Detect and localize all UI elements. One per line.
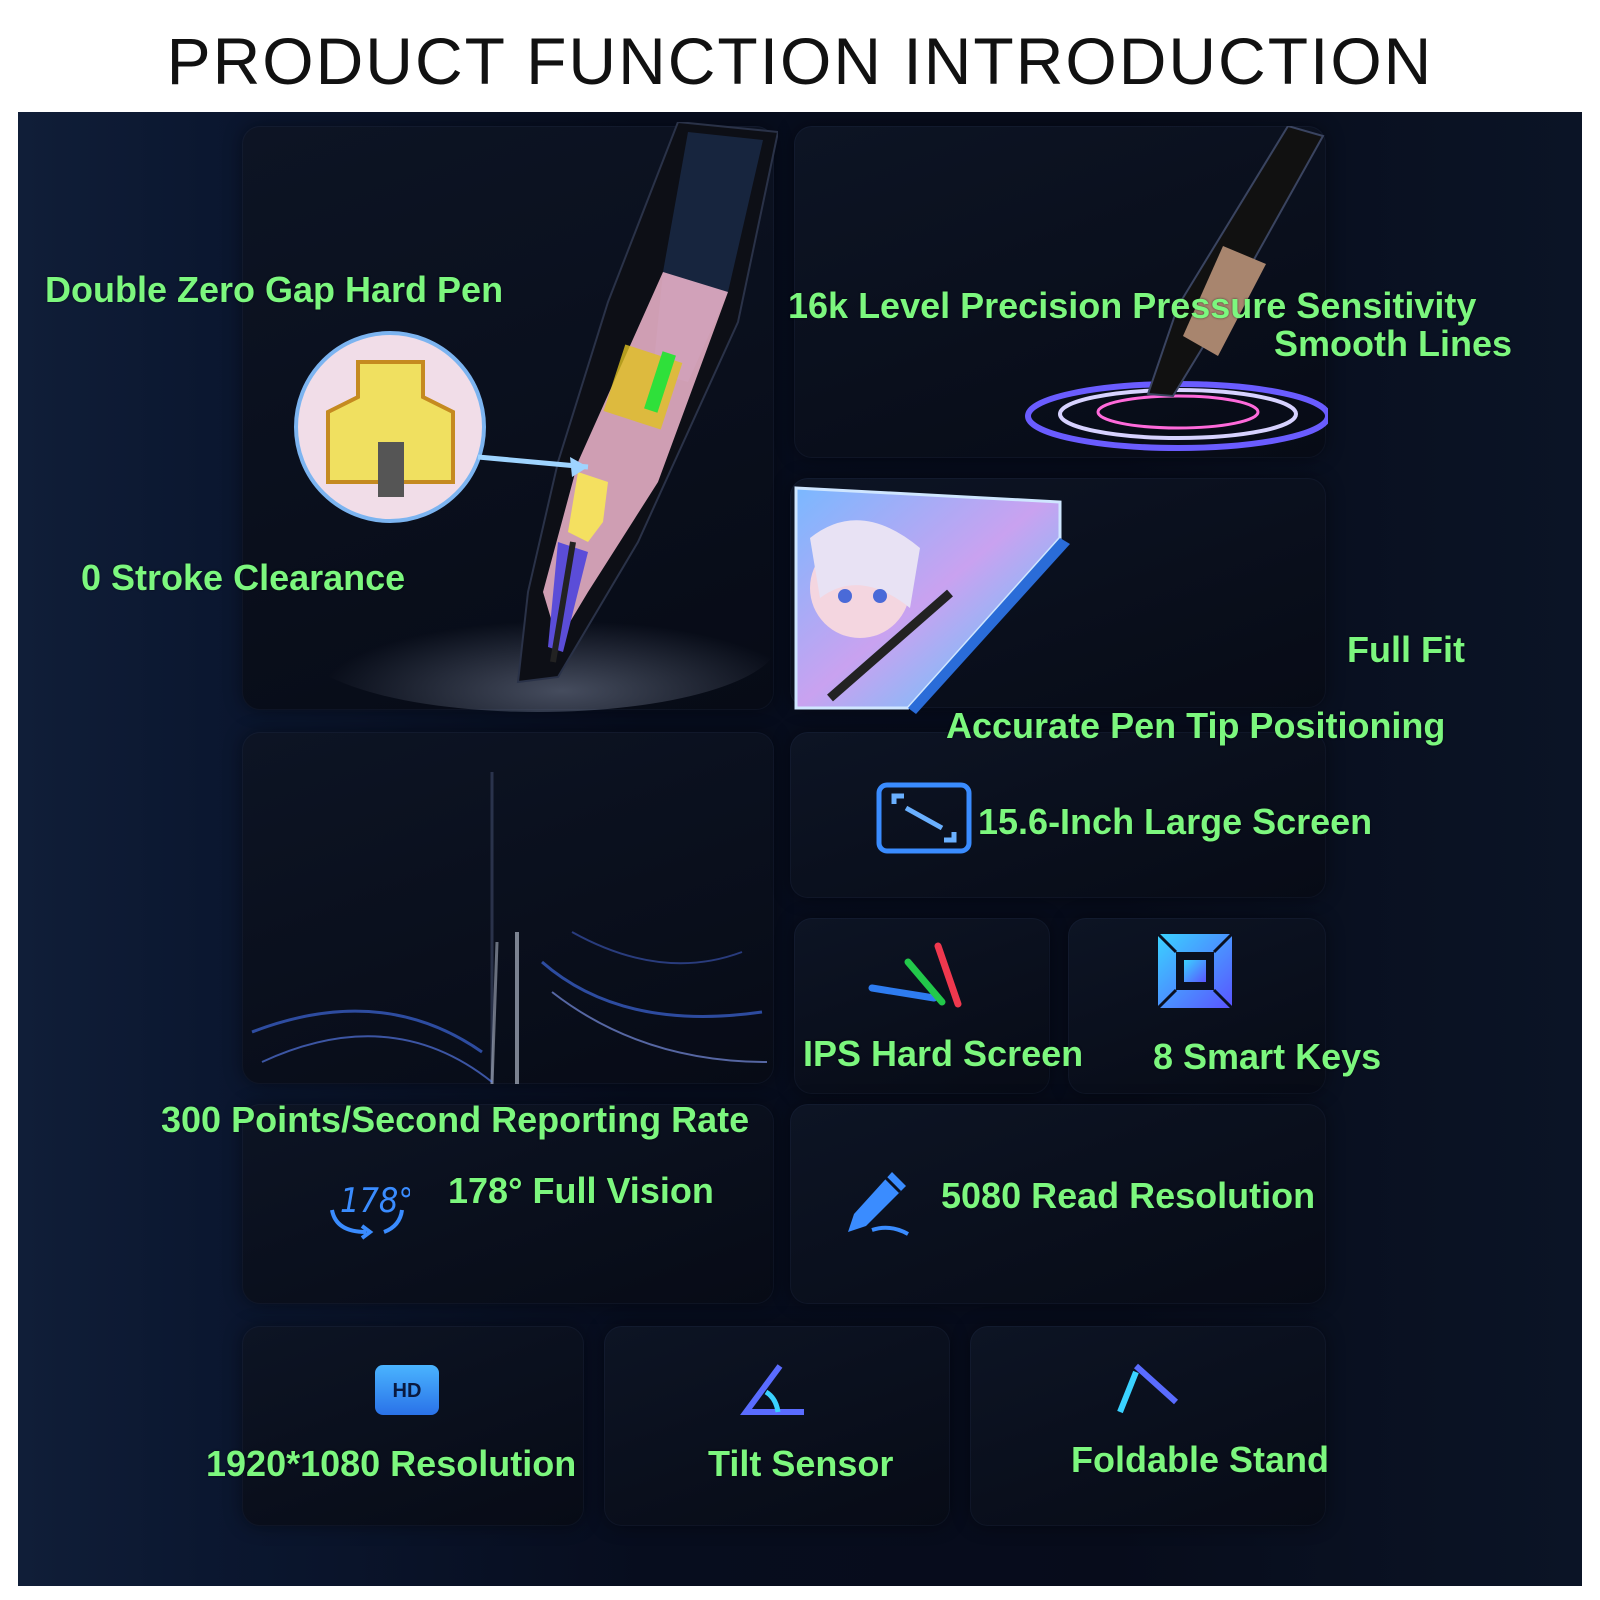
pen-write-icon: [842, 1168, 912, 1238]
feature-tilt-sensor: Tilt Sensor: [708, 1443, 894, 1484]
hd-label: HD: [393, 1380, 422, 1402]
vision-angle-label: 178°: [340, 1181, 410, 1221]
streak-lines-icon: [242, 732, 774, 1084]
feature-panel: Double Zero Gap Hard Pen 0 Stroke Cleara…: [18, 112, 1582, 1586]
feature-read-resolution: 5080 Read Resolution: [941, 1175, 1316, 1216]
feature-pressure-line2: Smooth Lines: [1274, 323, 1513, 364]
tile-tilt: [604, 1326, 950, 1526]
tile-hd: [242, 1326, 584, 1526]
tile-vision: [242, 1104, 774, 1304]
tile-streaks: [242, 732, 774, 1084]
stand-icon: [1114, 1362, 1182, 1418]
feature-double-zero-gap: Double Zero Gap Hard Pen: [45, 269, 504, 310]
feature-full-vision: 178° Full Vision: [448, 1170, 714, 1211]
feature-stroke-clearance: 0 Stroke Clearance: [81, 557, 406, 598]
color-strokes-icon: [868, 942, 968, 1012]
pen-cross-section-icon: [258, 122, 778, 712]
expand-screen-icon: [876, 782, 972, 854]
page-title: PRODUCT FUNCTION INTRODUCTION: [166, 24, 1434, 98]
hd-icon: HD: [374, 1364, 440, 1416]
feature-accurate-tip: Accurate Pen Tip Positioning: [946, 705, 1446, 746]
tile-ips: [794, 918, 1050, 1094]
anime-screen-icon: [790, 478, 1070, 714]
smart-keys-icon: [1156, 932, 1234, 1010]
feature-large-screen: 15.6-Inch Large Screen: [978, 801, 1373, 842]
feature-foldable-stand: Foldable Stand: [1071, 1439, 1330, 1480]
feature-full-fit: Full Fit: [1347, 629, 1465, 670]
feature-pressure-line1: 16k Level Precision Pressure Sensitivity: [788, 285, 1477, 326]
pen-swirl-icon: [998, 126, 1328, 458]
tilt-angle-icon: [740, 1362, 808, 1418]
tile-stand: [970, 1326, 1326, 1526]
feature-reporting-rate: 300 Points/Second Reporting Rate: [161, 1099, 750, 1140]
feature-ips-screen: IPS Hard Screen: [803, 1033, 1084, 1074]
vision-angle-icon: 178°: [326, 1170, 410, 1240]
feature-resolution: 1920*1080 Resolution: [206, 1443, 577, 1484]
feature-smart-keys: 8 Smart Keys: [1153, 1036, 1382, 1077]
